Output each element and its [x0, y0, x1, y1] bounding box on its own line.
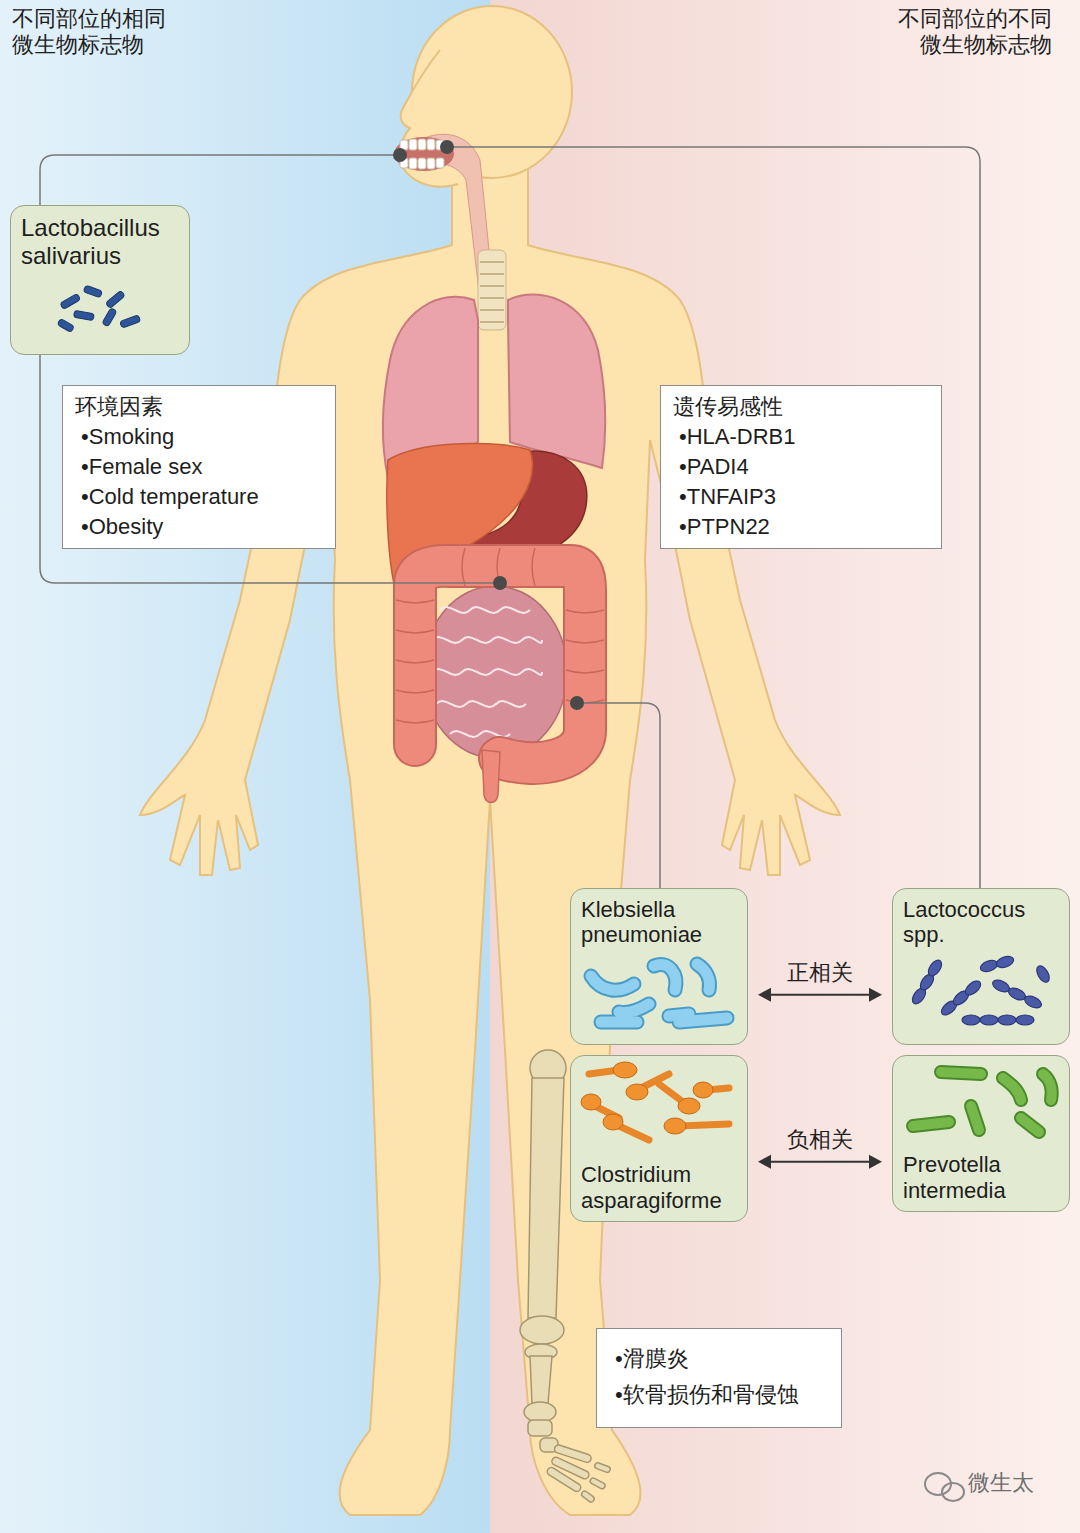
- arrow-head: [758, 1155, 771, 1169]
- correlation-arrow: [758, 1155, 882, 1169]
- microbe-box: Clostridium asparagiforme: [570, 1055, 748, 1222]
- panel-heading: 不同部位的相同 微生物标志物: [12, 6, 173, 59]
- arrow-head: [869, 1155, 882, 1169]
- list-item: •滑膜炎: [609, 1341, 829, 1377]
- list-item: •Cold temperature: [75, 482, 323, 512]
- list-item: •PADI4: [673, 452, 929, 482]
- bacteria-drawing: [901, 1060, 1061, 1140]
- bacteria-drawing: [50, 278, 150, 338]
- correlation-arrow: [758, 988, 882, 1002]
- text-group: Lactococcus spp.: [903, 897, 1059, 948]
- text-group: 环境因素•Smoking•Female sex•Cold temperature…: [75, 392, 323, 542]
- microbe-name: Lactobacillus salivarius: [21, 214, 179, 269]
- bacteria-drawing: [579, 1060, 739, 1150]
- list-item: •Smoking: [75, 422, 323, 452]
- text-group: •滑膜炎•软骨损伤和骨侵蚀: [609, 1335, 829, 1413]
- microbe-box: Prevotella intermedia: [892, 1055, 1070, 1212]
- text-group: Klebsiella pneumoniae: [581, 897, 737, 948]
- microbe-name: Clostridium asparagiforme: [581, 1162, 737, 1213]
- small-intestine: [423, 586, 567, 758]
- arrow-line: [769, 994, 871, 996]
- arrow-head: [758, 988, 771, 1002]
- list-item: •Obesity: [75, 512, 323, 542]
- outcome-box: •滑膜炎•软骨损伤和骨侵蚀: [596, 1328, 842, 1428]
- bacteria-drawing: [579, 952, 739, 1032]
- colon-folds: [396, 548, 604, 723]
- panel-heading: 不同部位的不同 微生物标志物: [891, 6, 1052, 59]
- watermark-icon: [925, 1473, 964, 1501]
- list-item: •软骨损伤和骨侵蚀: [609, 1377, 829, 1413]
- microbe-name: Lactococcus spp.: [903, 897, 1059, 948]
- microbe-name: Klebsiella pneumoniae: [581, 897, 737, 948]
- microbe-box: Lactobacillus salivarius: [10, 205, 190, 355]
- bacteria-drawing: [901, 952, 1061, 1032]
- arrow-line: [769, 1161, 871, 1163]
- factor-box: 遗传易感性•HLA-DRB1•PADI4•TNFAIP3•PTPN22: [660, 385, 942, 549]
- intestine-folds: [432, 607, 542, 737]
- watermark: 微生太: [968, 1470, 1034, 1496]
- box-heading: 遗传易感性: [673, 392, 929, 422]
- body-silhouette: [140, 6, 840, 1515]
- text-group: Prevotella intermedia: [903, 1152, 1059, 1203]
- text-group: 遗传易感性•HLA-DRB1•PADI4•TNFAIP3•PTPN22: [673, 392, 929, 542]
- microbe-box: Lactococcus spp.: [892, 888, 1070, 1045]
- microbe-name: Prevotella intermedia: [903, 1152, 1059, 1203]
- edge-label: 负相关: [787, 1127, 853, 1153]
- list-item: •HLA-DRB1: [673, 422, 929, 452]
- list-item: •Female sex: [75, 452, 323, 482]
- edge-label: 正相关: [787, 960, 853, 986]
- arrow-head: [869, 988, 882, 1002]
- list-item: •PTPN22: [673, 512, 929, 542]
- lung: [508, 294, 605, 468]
- trachea-rings: [480, 262, 504, 322]
- colon: [415, 566, 585, 763]
- site-dots: [393, 140, 584, 710]
- text-group: Clostridium asparagiforme: [581, 1162, 737, 1213]
- trachea: [478, 250, 506, 330]
- rectum: [482, 750, 500, 803]
- box-heading: 环境因素: [75, 392, 323, 422]
- mouth: [394, 137, 454, 171]
- list-item: •TNFAIP3: [673, 482, 929, 512]
- microbe-box: Klebsiella pneumoniae: [570, 888, 748, 1045]
- text-group: Lactobacillus salivarius: [21, 214, 179, 269]
- factor-box: 环境因素•Smoking•Female sex•Cold temperature…: [62, 385, 336, 549]
- colon-outline: [415, 566, 585, 763]
